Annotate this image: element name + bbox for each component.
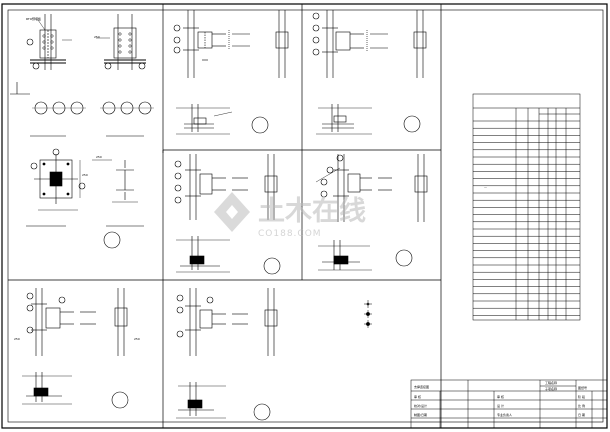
- panel-1-column-base: RTO预埋板: [10, 14, 154, 137]
- panel-8-beam-column-joint: [176, 288, 278, 421]
- panel-4-column-splice: 250: [26, 148, 144, 249]
- mid-label-1: 审 核: [497, 394, 504, 399]
- dim-250-top: 250: [96, 155, 102, 159]
- right-label-3: 比 例: [578, 403, 585, 408]
- title-block: 支撑连接图 工程名称 子项名称 审 核 校对/设计 制图/日期 审 核 设 计 …: [410, 379, 608, 429]
- material-schedule-table: —: [472, 93, 581, 321]
- panel-7-beam-column-joint: 250 250: [14, 288, 140, 409]
- sub-project-name: 子项名称: [545, 386, 557, 391]
- mid-label-2: 设 计: [497, 403, 504, 408]
- panel-5-beam-column-joint: [174, 154, 281, 275]
- project-name: 工程名称: [545, 380, 557, 385]
- watermark-main-text: 土木在线: [258, 196, 366, 227]
- inner-border: [7, 9, 604, 423]
- right-label-2: 阶 段: [578, 394, 585, 399]
- dim-250-left: 250: [14, 337, 20, 341]
- row-label-2: 校对/设计: [414, 403, 427, 408]
- row-label-1: 审 核: [414, 394, 421, 399]
- sheet-border: [1, 3, 608, 429]
- dim-250-panel1: 250: [94, 35, 100, 39]
- panel-3-beam-column-joint: [312, 10, 427, 135]
- dim-250-right: 250: [134, 337, 140, 341]
- watermark-logo-icon: [214, 192, 250, 232]
- dim-250-side: 250: [82, 173, 88, 177]
- embed-plate-note: RTO预埋板: [26, 16, 41, 21]
- watermark-sub-text: CO188.COM: [258, 229, 322, 239]
- panel-grid: [8, 4, 442, 428]
- mid-label-3: 专业负责人: [497, 412, 512, 417]
- panel-9-bolt-legend: [364, 300, 372, 328]
- panel-2-beam-column-joint: [173, 10, 289, 135]
- right-label-4: 日 期: [578, 412, 585, 417]
- watermark: 土木在线 CO188.COM: [214, 192, 366, 239]
- row-label-3: 制图/日期: [414, 412, 427, 417]
- panel-6-beam-column-joint: [315, 154, 428, 271]
- right-label-1: 图纸号: [578, 385, 587, 390]
- table-mark: —: [484, 185, 487, 189]
- drawing-title: 支撑连接图: [414, 384, 429, 389]
